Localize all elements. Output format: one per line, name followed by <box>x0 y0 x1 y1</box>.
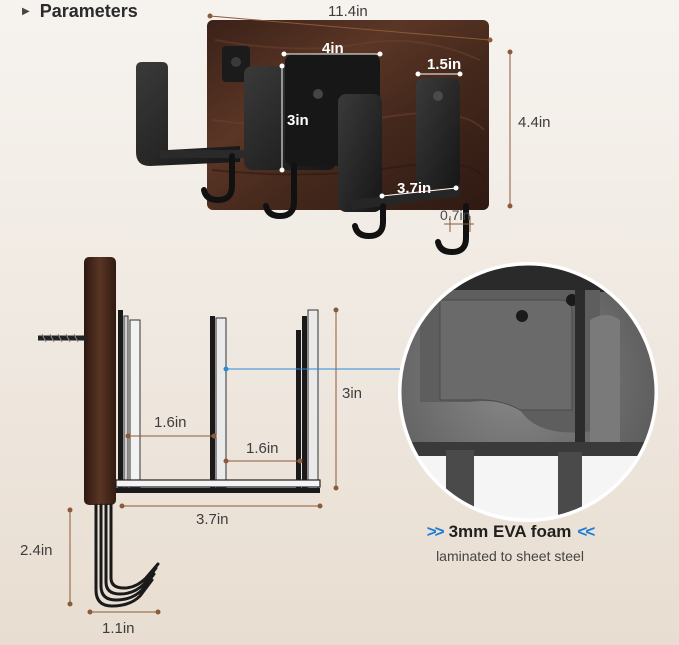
foam-title: 3mm EVA foam <box>448 522 572 541</box>
overall-height-label: 4.4in <box>518 114 551 131</box>
slot-width-label: 4in <box>322 40 344 57</box>
side-gap-left-label: 1.6in <box>154 414 187 431</box>
hook-2 <box>263 163 297 220</box>
side-walnut-panel <box>84 257 116 505</box>
side-view-drawing <box>38 257 400 615</box>
side-gap-right-label: 1.6in <box>246 440 279 457</box>
base-depth-label: 3.7in <box>397 180 432 197</box>
hook-width-label: 1.1in <box>102 620 135 637</box>
side-hooks <box>94 503 160 608</box>
holder-plate-4 <box>416 78 460 188</box>
hook-1 <box>201 153 235 204</box>
side-base-depth-label: 3.7in <box>196 511 229 528</box>
hook-3 <box>352 203 386 240</box>
left-bracket <box>136 62 240 166</box>
overall-width-label: 11.4in <box>328 3 368 20</box>
slot-height-label: 3in <box>287 112 309 129</box>
triangle-right-icon: ▶ <box>22 5 30 17</box>
foam-subtitle: laminated to sheet steel <box>436 548 584 564</box>
section-header: ▶ Parameters <box>22 0 138 22</box>
holder-plate-3 <box>338 94 382 212</box>
chevron-right-double-icon: >> <box>426 522 445 541</box>
chevron-left-double-icon: << <box>577 522 595 541</box>
panel-thickness-label: 0.7in <box>440 207 471 223</box>
top-product-view <box>136 13 513 256</box>
small-slot-width-label: 1.5in <box>427 56 462 73</box>
foam-callout: >> 3mm EVA foam << laminated to sheet st… <box>400 522 620 564</box>
zoom-detail-circle <box>398 262 658 522</box>
side-slot-height-label: 3in <box>342 385 363 402</box>
hook-4 <box>435 203 469 256</box>
section-title: Parameters <box>39 0 138 21</box>
hook-height-label: 2.4in <box>20 542 53 559</box>
